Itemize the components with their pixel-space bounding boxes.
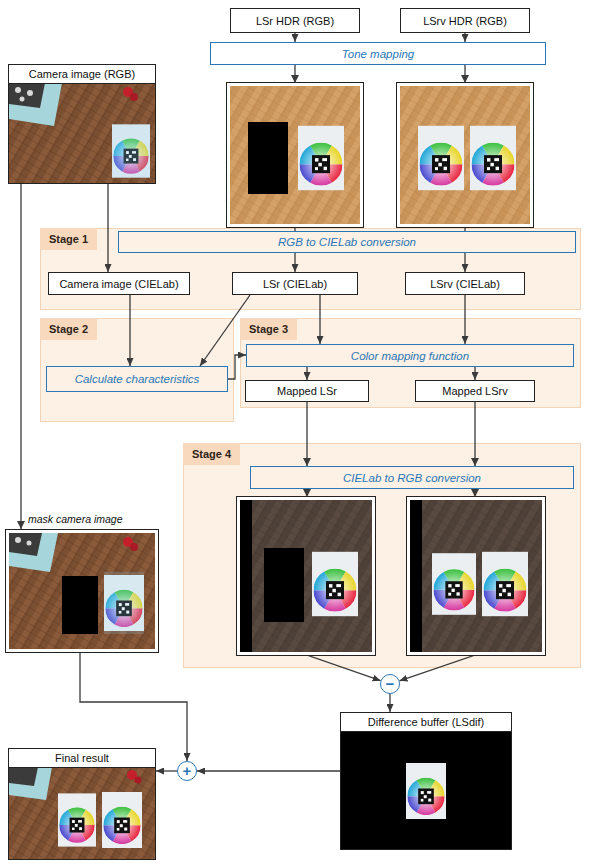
- stage-panel: Stage 1 RGB to CIELab conversionCamera im…: [40, 228, 581, 310]
- stage-label: Stage 4: [183, 443, 240, 465]
- data-box: LSrv HDR (RGB): [400, 8, 530, 33]
- image-title: Difference buffer (LSdif): [341, 713, 511, 732]
- stage-panel: Stage 3 Color mapping functionMapped LSr M…: [240, 318, 581, 408]
- data-box: Mapped LSr: [245, 380, 369, 402]
- data-box: LSr HDR (RGB): [230, 8, 360, 33]
- box-label: Camera image (CIELab): [59, 278, 178, 290]
- image-box: Final result: [8, 748, 156, 860]
- flow-arrow: [107, 184, 108, 272]
- data-box: Camera image (CIELab): [48, 272, 190, 295]
- operator-circle: +: [177, 761, 197, 781]
- flow-arrow: [319, 295, 320, 344]
- process-label: Color mapping function: [351, 350, 469, 362]
- stage-panel-fill: [40, 318, 234, 422]
- flow-arrow: [464, 33, 465, 42]
- box-label: Mapped LSr: [277, 385, 337, 397]
- image-caption: mask camera image: [28, 513, 123, 525]
- process-box: CIELab to RGB conversion: [250, 466, 574, 489]
- stage-panel-fill: [40, 228, 581, 310]
- flow-arrow: [197, 770, 340, 771]
- stage-label: Stage 1: [40, 228, 97, 250]
- process-label: CIELab to RGB conversion: [343, 472, 481, 484]
- stage-panel: Stage 4 CIELab to RGB conversion: [183, 443, 581, 668]
- process-box: RGB to CIELab conversion: [118, 231, 576, 253]
- image-box: Difference buffer (LSdif): [340, 712, 512, 850]
- flow-arrow: [228, 355, 246, 379]
- box-label: Mapped LSrv: [442, 385, 507, 397]
- process-box: Tone mapping: [210, 42, 546, 65]
- flow-arrow: [294, 33, 295, 42]
- operator-symbol: +: [183, 763, 192, 778]
- process-box: Color mapping function: [246, 344, 574, 367]
- image-box: Camera image (RGB): [8, 64, 156, 184]
- data-box: Mapped LSrv: [415, 380, 535, 402]
- flow-arrow: [464, 295, 465, 344]
- flow-arrow: [21, 184, 187, 761]
- data-box: LSrv (CIELab): [405, 272, 525, 295]
- flow-arrow: [129, 295, 130, 366]
- operator-symbol: −: [386, 676, 395, 691]
- box-label: LSr HDR (RGB): [256, 15, 334, 27]
- operator-circle: −: [380, 674, 400, 694]
- flow-arrow: [389, 694, 390, 712]
- box-label: LSr (CIELab): [263, 278, 327, 290]
- flow-arrow: [306, 367, 307, 380]
- stage-panel-fill: [240, 318, 581, 408]
- stage-label: Stage 2: [40, 318, 97, 340]
- box-label: LSrv (CIELab): [430, 278, 500, 290]
- process-label: Calculate characteristics: [75, 373, 200, 385]
- flow-arrow: [474, 367, 475, 380]
- data-box: LSr (CIELab): [232, 272, 358, 295]
- flow-arrow: [156, 770, 177, 771]
- process-label: RGB to CIELab conversion: [278, 236, 416, 248]
- process-label: Tone mapping: [342, 48, 414, 60]
- box-label: LSrv HDR (RGB): [423, 15, 507, 27]
- image-title: Final result: [9, 749, 155, 768]
- stage-panel: Stage 2 Calculate characteristics: [40, 318, 234, 422]
- process-box: Calculate characteristics: [46, 366, 228, 392]
- image-title: Camera image (RGB): [9, 65, 155, 84]
- stage-label: Stage 3: [240, 318, 297, 340]
